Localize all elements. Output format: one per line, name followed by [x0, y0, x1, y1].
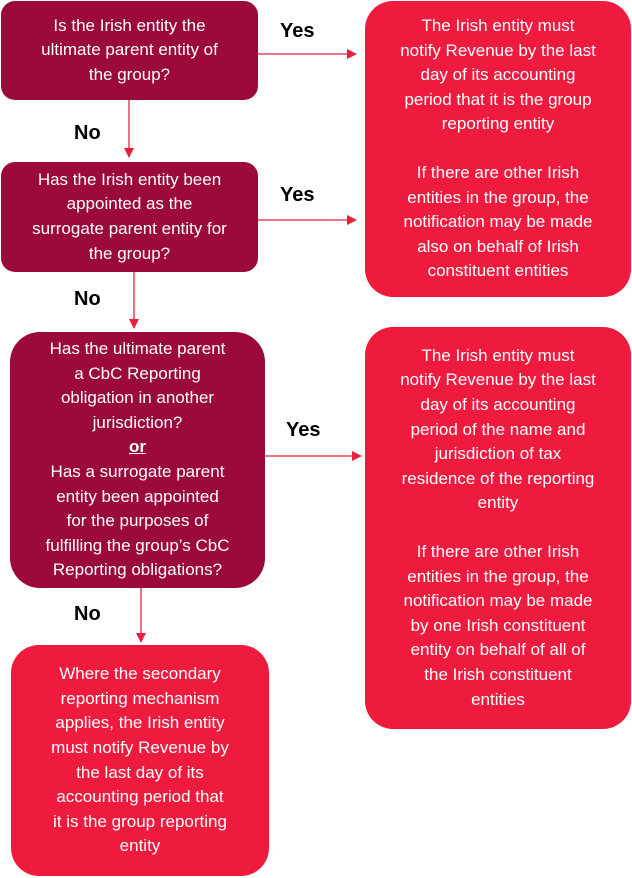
a2-p2-line-2: entities in the group, the: [407, 566, 589, 586]
answer-name-and-jurisdiction: The Irish entity must notify Revenue by …: [365, 327, 631, 729]
a3-line-1: Where the secondary: [59, 664, 221, 684]
a2-p1-line-1: The Irish entity must: [421, 345, 575, 365]
a1-p1-line-2: notify Revenue by the last: [400, 40, 596, 60]
q1-line-2: ultimate parent entity of: [41, 40, 218, 60]
q3-line-1: Has the ultimate parent: [49, 339, 226, 359]
q2-line-3: surrogate parent entity for: [32, 219, 227, 238]
q3-line-6: entity been appointed: [56, 486, 219, 506]
q3-line-8: fulfilling the group’s CbC: [45, 535, 230, 555]
a3-line-2: reporting mechanism: [60, 688, 220, 708]
a2-p1-line-7: entity: [477, 493, 519, 513]
q2-line-2: appointed as the: [66, 194, 193, 214]
a1-p2-line-3: notification may be made: [403, 212, 593, 232]
q3-line-3: obligation in another: [60, 388, 215, 408]
a2-p2-line-3: notification may be made: [403, 591, 593, 611]
a2-p2-line-5: entity on behalf of all of: [410, 640, 586, 660]
a1-p1-line-4: period that it is the group: [404, 89, 592, 109]
a3-line-5: the last day of its: [76, 762, 204, 782]
q2-line-4: the group?: [88, 243, 171, 263]
q3-line-2: a CbC Reporting: [74, 363, 201, 383]
a1-p1-line-5: reporting entity: [441, 114, 555, 134]
q2-line-1: Has the Irish entity been: [37, 169, 222, 189]
q1-line-1: Is the Irish entity the: [53, 15, 206, 35]
a3-line-7: it is the group reporting: [53, 811, 227, 831]
a1-p1-line-3: day of its accounting: [420, 65, 576, 85]
q3-line-7: for the purposes of: [66, 511, 209, 531]
a1-p1-line-1: The Irish entity must: [421, 16, 575, 36]
a2-p1-line-3: day of its accounting: [420, 395, 576, 415]
yes-label-q2: Yes: [280, 184, 315, 206]
a1-p2-line-4: also on behalf of Irish: [417, 236, 579, 256]
a2-p2-line-6: the Irish constituent: [424, 664, 572, 684]
a3-line-4: must notify Revenue by: [51, 737, 229, 757]
q3-line-4: jurisdiction?: [92, 412, 183, 432]
no-label-q1: No: [74, 122, 101, 144]
answer-group-reporting-entity: The Irish entity must notify Revenue by …: [365, 1, 631, 297]
a2-p1-line-5: jurisdiction of tax: [434, 444, 562, 464]
a2-p1-line-2: notify Revenue by the last: [400, 370, 596, 390]
a2-p1-line-6: residence of the reporting: [401, 468, 595, 488]
a1-p2-line-5: constituent entities: [427, 261, 569, 281]
a3-line-8: entity: [119, 836, 161, 856]
a2-p2-line-1: If there are other Irish: [416, 542, 580, 561]
a2-p1-line-4: period of the name and: [410, 419, 586, 439]
a2-p2-line-7: entities: [471, 689, 525, 709]
a3-line-6: accounting period that: [56, 787, 224, 807]
yes-label-q1: Yes: [280, 20, 315, 42]
a1-p2-line-2: entities in the group, the: [407, 187, 589, 207]
a3-line-3: applies, the Irish entity: [55, 713, 225, 733]
q3-line-5: Has a surrogate parent: [50, 462, 225, 481]
q3-line-9: Reporting obligations?: [52, 560, 223, 580]
q3-or-separator: or: [129, 437, 146, 457]
q1-line-3: the group?: [88, 64, 171, 84]
a2-p2-line-4: by one Irish constituent: [410, 615, 586, 635]
a1-p2-line-1: If there are other Irish: [416, 163, 580, 182]
answer-secondary-reporting: Where the secondary reporting mechanism …: [11, 645, 269, 876]
no-label-q2: No: [74, 288, 101, 310]
no-label-q3: No: [74, 603, 101, 625]
yes-label-q3: Yes: [286, 419, 321, 441]
question-cbc-obligation: Has the ultimate parent a CbC Reporting …: [10, 332, 265, 588]
question-surrogate-parent: Has the Irish entity been appointed as t…: [1, 162, 258, 272]
question-ultimate-parent: Is the Irish entity the ultimate parent …: [1, 1, 258, 100]
